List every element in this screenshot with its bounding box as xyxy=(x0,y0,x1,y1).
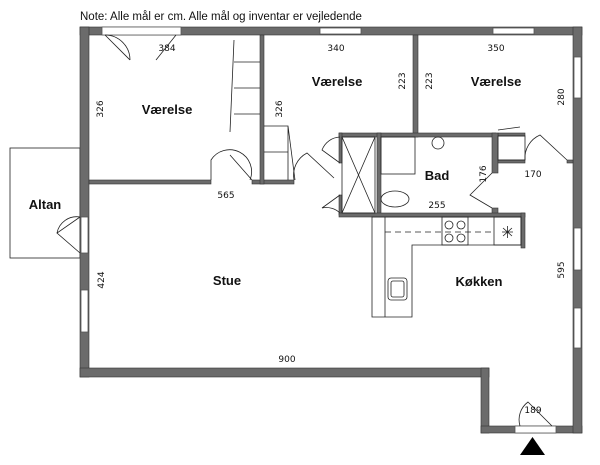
doors xyxy=(56,34,568,427)
room-label-kitchen: Køkken xyxy=(456,274,503,289)
windows xyxy=(80,26,582,434)
room-label-bedroom3: Værelse xyxy=(471,74,522,89)
dim-bedroom3-depth-left: 223 xyxy=(425,72,435,89)
dim-bedroom1-depth: 326 xyxy=(96,100,106,117)
dim-total-width: 900 xyxy=(278,355,295,365)
room-label-bedroom1: Værelse xyxy=(142,102,193,117)
balcony-outline xyxy=(9,147,81,259)
dim-bedroom2-depth-right: 223 xyxy=(398,72,408,89)
dim-kitchen-depth: 595 xyxy=(557,261,567,278)
dim-bedroom2-width: 340 xyxy=(327,44,344,54)
dim-bedroom3-depth-right: 280 xyxy=(557,88,567,105)
dim-entrance-width: 189 xyxy=(524,406,541,416)
furniture xyxy=(229,39,526,318)
room-label-balcony: Altan xyxy=(29,197,62,212)
dim-bedroom1-width: 384 xyxy=(158,44,175,54)
room-labels: Værelse Værelse Værelse Bad Altan Stue K… xyxy=(29,74,522,289)
room-label-living: Stue xyxy=(213,273,241,288)
interior-walls xyxy=(88,34,574,249)
dim-bath-width: 255 xyxy=(428,201,445,211)
entrance-arrow-icon xyxy=(520,437,545,455)
room-label-bedroom2: Værelse xyxy=(312,74,363,89)
dim-bedroom2-depth-left: 326 xyxy=(275,100,285,117)
note-text: Note: Alle mål er cm. Alle mål og invent… xyxy=(80,11,362,23)
dim-entry-width: 170 xyxy=(524,170,541,180)
dim-hall-width: 565 xyxy=(217,191,234,201)
dim-bedroom3-width: 350 xyxy=(487,44,504,54)
room-label-bath: Bad xyxy=(425,168,450,183)
dim-living-depth: 424 xyxy=(97,271,107,288)
dimension-labels: 384 326 340 326 223 223 350 280 565 255 … xyxy=(96,44,567,416)
dim-bath-depth: 176 xyxy=(479,165,489,182)
